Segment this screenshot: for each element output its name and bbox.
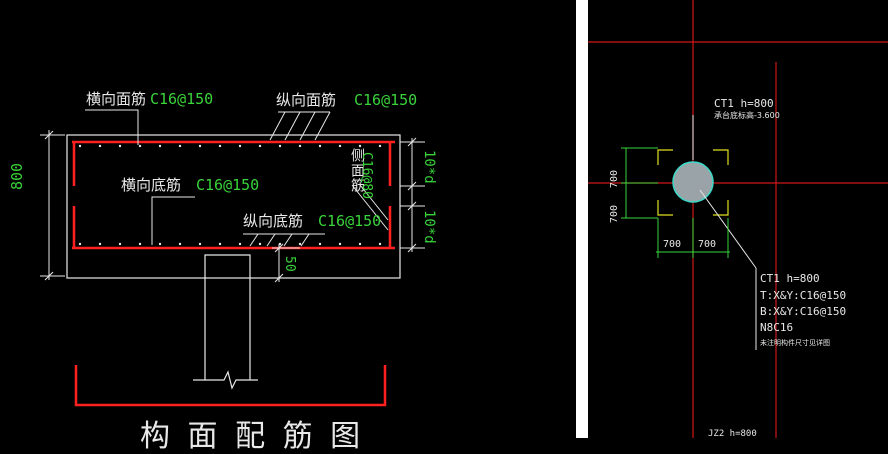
cap-header-elevation: 承台底标高-3.600: [714, 111, 780, 120]
side-bar-spec: C16@80: [359, 152, 374, 199]
height-dimension: [40, 130, 65, 281]
dim-vertical-bottom: 700: [609, 205, 620, 224]
longitudinal-bottom-label: 纵向底筋: [243, 212, 304, 230]
section-drawing: [40, 109, 425, 407]
longitudinal-top-spec: C16@150: [354, 91, 418, 109]
section-title-partial: 构 面 配 筋 图: [140, 419, 365, 454]
longitudinal-top-label: 纵向面筋: [276, 91, 337, 109]
cap-note-line3: B:X&Y:C16@150: [760, 305, 847, 318]
cover-dim-label: 50: [282, 256, 297, 272]
plan-drawing: [588, 0, 888, 438]
leader-lines: [85, 109, 389, 247]
column-stub: [193, 254, 258, 390]
viewport-divider[interactable]: [576, 0, 588, 438]
bottom-rebar: [72, 206, 395, 250]
side-bar-label: 侧面筋: [349, 148, 365, 193]
section-detail-viewport[interactable]: 横向面筋 C16@150 纵向面筋 C16@150 横向底筋 C16@150 纵…: [0, 0, 576, 452]
pile-circle: [672, 161, 714, 203]
transverse-top-spec: C16@150: [150, 90, 214, 108]
bottom-partial-label: JZ2 h=800: [708, 429, 757, 439]
cover-dimension: [272, 243, 300, 283]
cap-header-name: CT1 h=800: [714, 97, 774, 110]
dim-vertical-top: 700: [609, 170, 620, 189]
plan-detail-viewport[interactable]: CT1 h=800 承台底标高-3.600 700 700 700 700 CT…: [588, 0, 888, 439]
anchor-bottom-dim-label: 10*d: [421, 210, 437, 244]
rebar-dots: [78, 144, 382, 246]
axis-lines: [588, 0, 888, 438]
height-dim-label: 800: [8, 162, 26, 190]
top-rebar: [72, 140, 395, 186]
cap-note-line1: CT1 h=800: [760, 272, 820, 285]
transverse-top-label: 横向面筋: [86, 90, 147, 108]
longitudinal-bottom-spec: C16@150: [318, 212, 382, 230]
cap-note-line5: 未注明构件尺寸见详图: [760, 339, 830, 347]
anchor-top-dim-label: 10*d: [421, 150, 437, 184]
plan-dimensions: [621, 147, 730, 258]
anchor-dimension: [400, 137, 425, 253]
transverse-bottom-label: 横向底筋: [121, 176, 182, 194]
dim-horizontal-right: 700: [698, 239, 717, 250]
dim-horizontal-left: 700: [663, 239, 682, 250]
cap-note-line2: T:X&Y:C16@150: [760, 289, 847, 302]
cap-note-line4: N8C16: [760, 321, 794, 334]
transverse-bottom-spec: C16@150: [196, 176, 260, 194]
next-section-bracket: [74, 365, 387, 407]
